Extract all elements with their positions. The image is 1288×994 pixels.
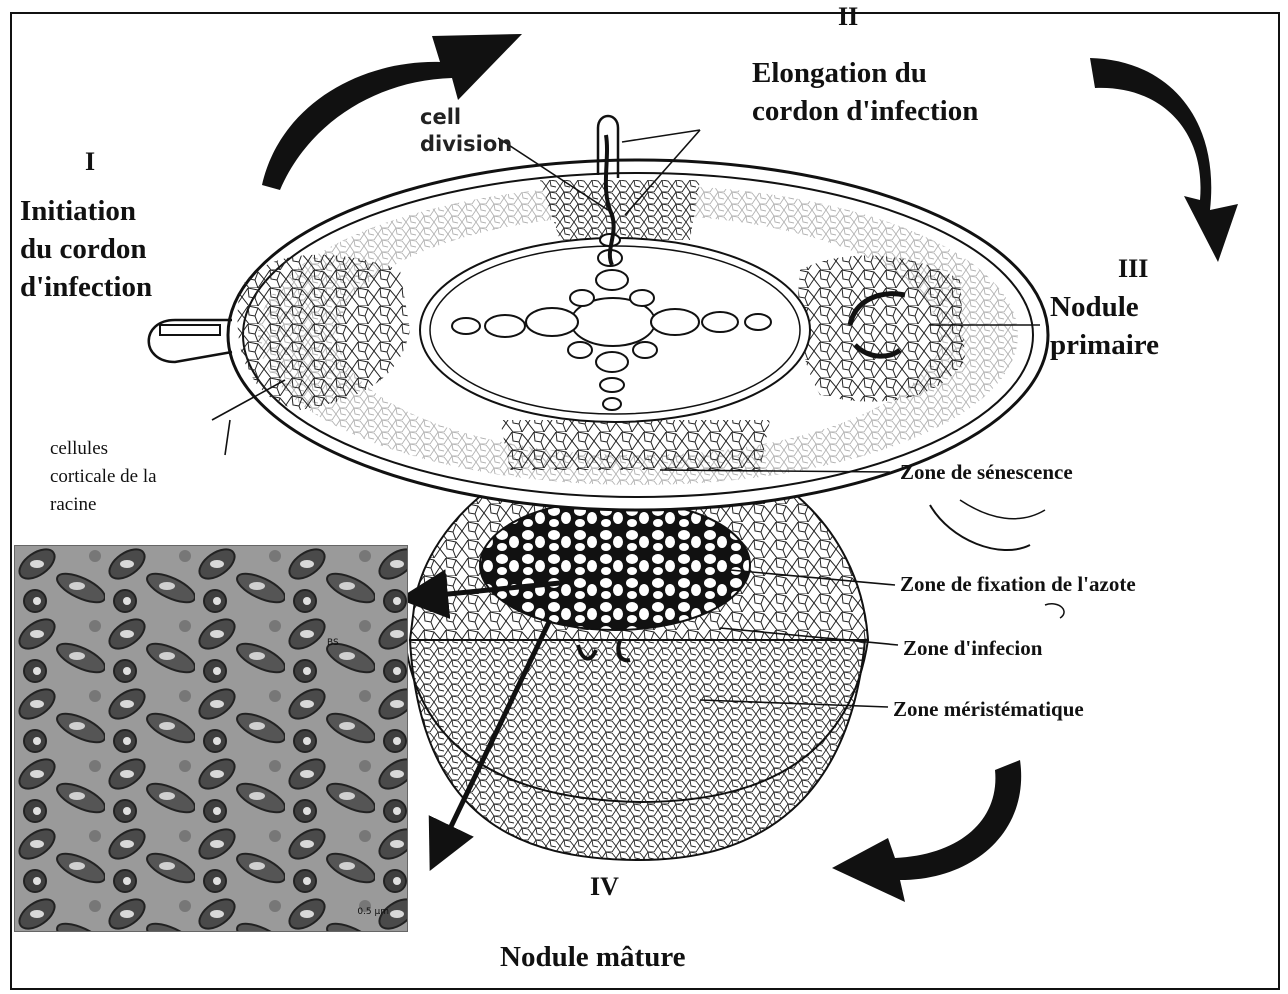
stage-3-title-line: primaire xyxy=(1050,326,1159,364)
stage-2-title: Elongation du cordon d'infection xyxy=(752,54,978,130)
cortical-cells-line: corticale de la xyxy=(50,463,157,491)
micrograph-scale-bar: 0.5 µm xyxy=(357,907,389,917)
cycle-arrow-bottom-right xyxy=(832,760,1021,902)
stage-1-title-line: Initiation xyxy=(20,192,152,230)
cell-division-label: cell division xyxy=(420,104,512,158)
cell-division-line: cell xyxy=(420,104,512,131)
stage-1-title-line: d'infection xyxy=(20,268,152,306)
stage-4-title: Nodule mâture xyxy=(500,938,686,976)
zone-infection-label: Zone d'infecion xyxy=(903,636,1042,661)
zone-meristem-label: Zone méristématique xyxy=(893,697,1084,722)
fixation-zone-mass xyxy=(480,500,750,630)
stage-3-title-line: Nodule xyxy=(1050,288,1159,326)
stage-4-number: IV xyxy=(590,872,619,902)
stage-3-title: Nodule primaire xyxy=(1050,288,1159,364)
micrograph-image xyxy=(15,546,407,931)
zone-fixation-label: Zone de fixation de l'azote xyxy=(900,572,1136,597)
cell-division-line: division xyxy=(420,131,512,158)
stage-1-title-line: du cordon xyxy=(20,230,152,268)
stage-1-number: I xyxy=(85,147,95,177)
cortical-cells-line: cellules xyxy=(50,435,157,463)
stage-3-number: III xyxy=(1118,254,1148,284)
cycle-arrow-top-right xyxy=(1090,58,1238,262)
micrograph-bs-label: BS xyxy=(327,638,339,648)
zone-senescence-label: Zone de sénescence xyxy=(900,460,1073,485)
cortical-cells-label: cellules corticale de la racine xyxy=(50,435,157,519)
bacteroid-micrograph: BS 0.5 µm xyxy=(14,545,408,932)
stage-2-title-line: Elongation du xyxy=(752,54,978,92)
mature-nodule-outline xyxy=(410,640,865,860)
stage-2-title-line: cordon d'infection xyxy=(752,92,978,130)
cortical-cells-line: racine xyxy=(50,491,157,519)
stage-1-title: Initiation du cordon d'infection xyxy=(20,192,152,306)
stage-2-number: II xyxy=(838,2,858,32)
